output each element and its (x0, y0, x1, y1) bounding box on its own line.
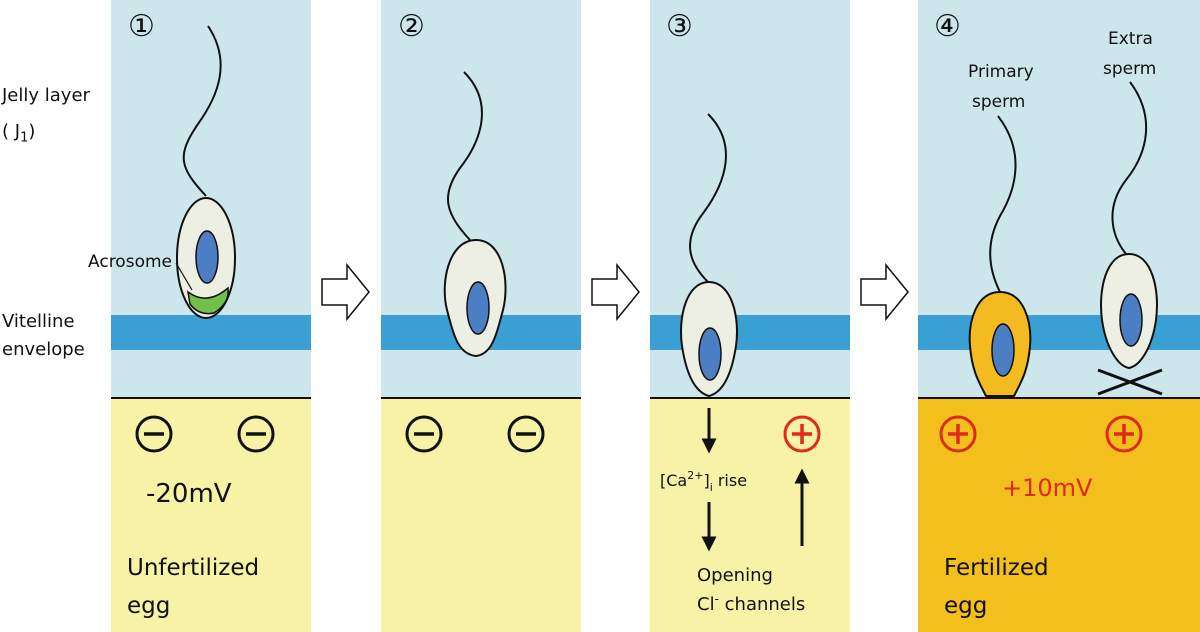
jelly-layer-label: Jelly layer (2, 82, 90, 110)
jelly-sub-open: ( J (2, 121, 21, 142)
step-number: ④ (934, 9, 961, 44)
jelly-sub-close: ) (28, 121, 36, 142)
block-cross-icon (1097, 368, 1163, 396)
sperm-nucleus (466, 281, 490, 335)
primary-sperm (968, 115, 1032, 397)
acrosome-label: Acrosome (88, 252, 172, 272)
vitelline-label-line2: envelope (2, 336, 85, 364)
membrane-potential-label: -20mV (146, 479, 232, 509)
sperm-tail (446, 71, 483, 241)
egg-caption-line1: Unfertilized (127, 555, 259, 581)
sperm-nucleus (991, 323, 1015, 377)
step-arrow-icon (321, 262, 370, 322)
vitelline-envelope-band (918, 315, 1200, 350)
panel-4: ④ Primary sperm Extra sperm +10mV Fertil… (918, 0, 1200, 632)
step-number: ② (398, 9, 425, 44)
vitelline-text-2: envelope (2, 339, 85, 360)
membrane-potential-label: +10mV (1002, 474, 1093, 502)
extra-sperm (1100, 81, 1158, 370)
sperm-tail (1111, 81, 1148, 255)
sperm (680, 113, 738, 398)
extra-sperm-label-line2: sperm (1103, 59, 1156, 79)
fertilized-egg-region (918, 398, 1200, 632)
egg-caption-line2: egg (127, 593, 170, 619)
acrosome-shape (186, 286, 229, 315)
sperm-nucleus (195, 230, 219, 284)
sperm-tail (182, 25, 222, 197)
sperm-nucleus (1119, 293, 1143, 347)
jelly-layer-text: Jelly layer (2, 85, 90, 106)
opening-label-line1: Opening (697, 565, 773, 586)
calcium-rise-label: [Ca2+]i rise (660, 469, 747, 494)
vitelline-label-line1: Vitelline (2, 308, 75, 336)
step-number: ③ (666, 9, 693, 44)
egg-cytoplasm-region (650, 398, 850, 632)
sperm-tail (989, 115, 1017, 293)
sperm-nucleus (698, 327, 722, 381)
egg-cytoplasm-region (381, 398, 581, 632)
egg-caption-line2: egg (944, 593, 987, 619)
jelly-layer-sublabel: ( J1) (2, 118, 35, 153)
vitelline-text-1: Vitelline (2, 311, 75, 332)
sperm (443, 71, 507, 358)
primary-sperm-label-line1: Primary (968, 62, 1034, 82)
opening-label-line2: Cl- channels (697, 592, 805, 615)
vitelline-envelope-band (111, 315, 311, 350)
egg-caption-line1: Fertilized (944, 555, 1049, 581)
sperm-tail (689, 113, 727, 283)
jelly-sub-index: 1 (20, 130, 29, 146)
extra-sperm-label-line1: Extra (1108, 29, 1153, 49)
panel-1: ① Acrosome -20mV Unfertilized egg (88, 0, 311, 632)
panel-3: ③ [Ca2+]i rise Opening Cl- channels (650, 0, 850, 632)
acrosome-pointer (175, 262, 193, 291)
step-arrow-icon (860, 262, 909, 322)
panel-2: ② (381, 0, 581, 632)
step-arrow-icon (591, 262, 640, 322)
primary-sperm-label-line2: sperm (972, 92, 1025, 112)
egg-cytoplasm-region (111, 398, 311, 632)
step-number: ① (128, 9, 155, 44)
